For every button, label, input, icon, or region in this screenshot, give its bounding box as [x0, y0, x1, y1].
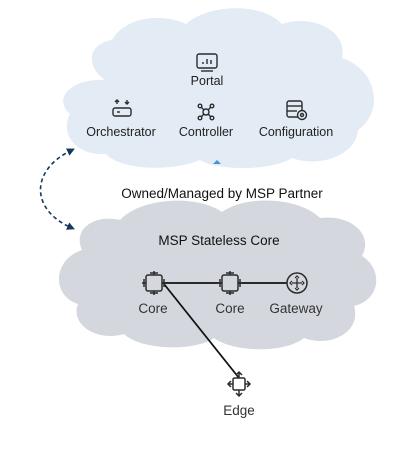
controller-label: Controller — [178, 125, 234, 139]
edge-label: Edge — [223, 403, 255, 418]
core-label-2: Core — [215, 301, 245, 316]
core-cloud — [58, 200, 377, 350]
cloud-accent-mark — [213, 160, 221, 164]
management-link-arrow — [39, 148, 75, 230]
gateway-icon — [286, 272, 308, 294]
orchestrator-icon — [112, 99, 132, 117]
configuration-label: Configuration — [258, 125, 334, 139]
configuration-icon — [286, 100, 308, 121]
management-cloud — [63, 8, 374, 168]
gateway-label: Gateway — [269, 301, 323, 316]
orchestrator-label: Orchestrator — [86, 125, 156, 139]
core-to-edge-link — [163, 283, 240, 379]
core-node-icon-1 — [142, 271, 166, 295]
portal-label: Portal — [190, 74, 224, 88]
core-connections — [158, 282, 288, 379]
core-label-1: Core — [138, 301, 168, 316]
controller-icon — [197, 103, 215, 121]
edge-icon — [226, 370, 252, 398]
core-cloud-title: MSP Stateless Core — [158, 233, 280, 248]
core-node-icon-2 — [218, 271, 242, 295]
portal-icon — [196, 53, 218, 72]
owned-managed-label: Owned/Managed by MSP Partner — [121, 186, 323, 201]
